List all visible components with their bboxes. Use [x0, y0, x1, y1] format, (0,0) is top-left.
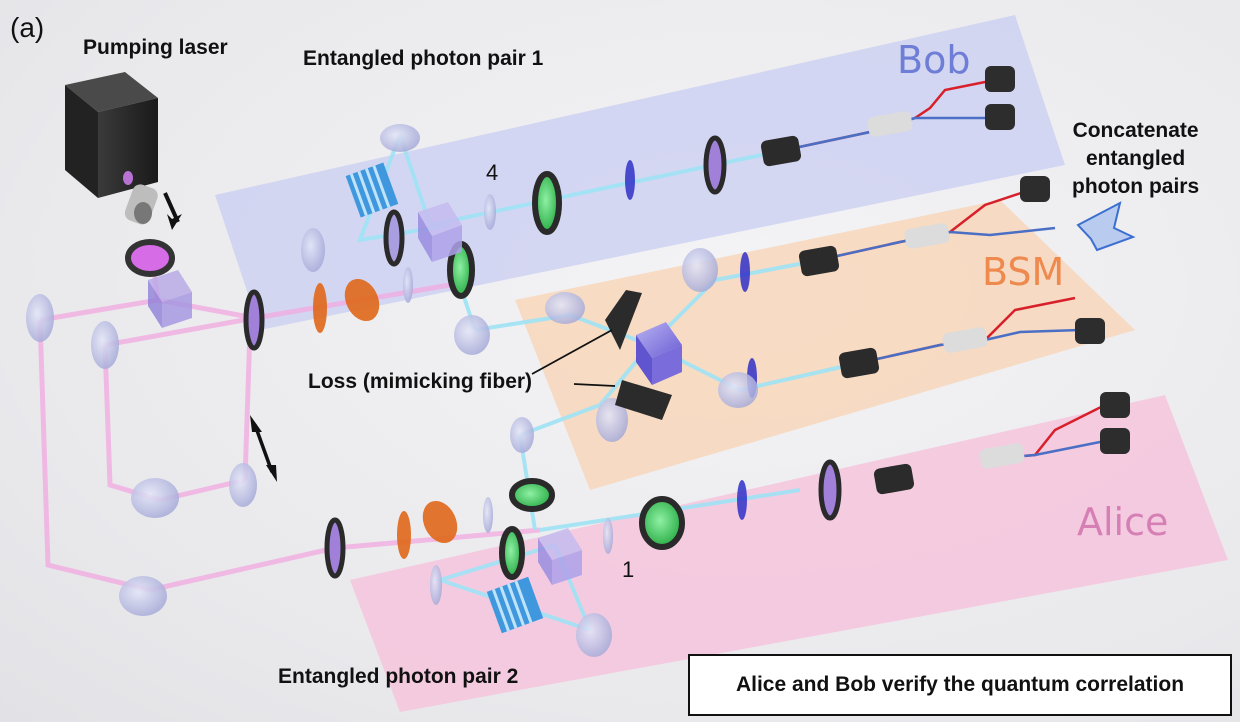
- verify-caption: Alice and Bob verify the quantum correla…: [735, 673, 1185, 696]
- bsm-panel-title: BSM: [982, 250, 1065, 294]
- delay-stage-arrow: [253, 424, 274, 473]
- delay-stage-arrowhead-up: [250, 415, 262, 432]
- bsm-panel: [515, 200, 1135, 490]
- pump-laser: [65, 72, 158, 225]
- orange-waveplates: [313, 278, 458, 559]
- polarizer-waveplates: [243, 135, 842, 579]
- concatenate-line-2: entangled: [1085, 147, 1186, 170]
- concatenate-label: Concatenate entangled photon pairs: [1072, 117, 1199, 201]
- loss-filters: [531, 290, 672, 420]
- concatenate-line-3: photon pairs: [1072, 175, 1200, 198]
- delay-stage-arrowhead-down: [266, 465, 277, 482]
- fiber-lines: [784, 78, 1111, 460]
- pump-beam-splitter-front: [162, 292, 192, 328]
- single-photon-detectors: [985, 66, 1130, 454]
- nonlinear-crystals: [345, 162, 544, 634]
- bob-panel-title: Bob: [897, 38, 971, 82]
- green-waveplates: [447, 171, 685, 580]
- pump-translation-arrowhead: [167, 214, 182, 230]
- loss-label: Loss (mimicking fiber): [308, 370, 533, 393]
- path-number-4: 4: [486, 160, 499, 185]
- concatenate-line-1: Concatenate: [1072, 119, 1199, 142]
- pump-beam-splitter: [148, 270, 192, 302]
- entangled-pair-2-label: Entangled photon pair 2: [278, 665, 519, 688]
- path-number-1: 1: [622, 557, 635, 582]
- pump-beam-splitter-side: [148, 280, 162, 328]
- bsm-beam-splitter: [636, 322, 682, 385]
- alice-panel-title: Alice: [1077, 500, 1169, 544]
- concatenate-arrow: [1076, 201, 1136, 252]
- pbs-cubes: [418, 202, 582, 585]
- pump-mirrors: [26, 294, 257, 616]
- verify-caption-box: Alice and Bob verify the quantum correla…: [688, 654, 1232, 716]
- pumping-laser-label: Pumping laser: [83, 36, 228, 59]
- panel-label: (a): [10, 12, 45, 43]
- fiber-components: [760, 111, 1025, 495]
- pump-lens: [125, 239, 175, 277]
- entangled-pair-1-label: Entangled photon pair 1: [303, 47, 544, 70]
- alice-panel: [350, 395, 1228, 712]
- small-mirrors: [301, 124, 758, 657]
